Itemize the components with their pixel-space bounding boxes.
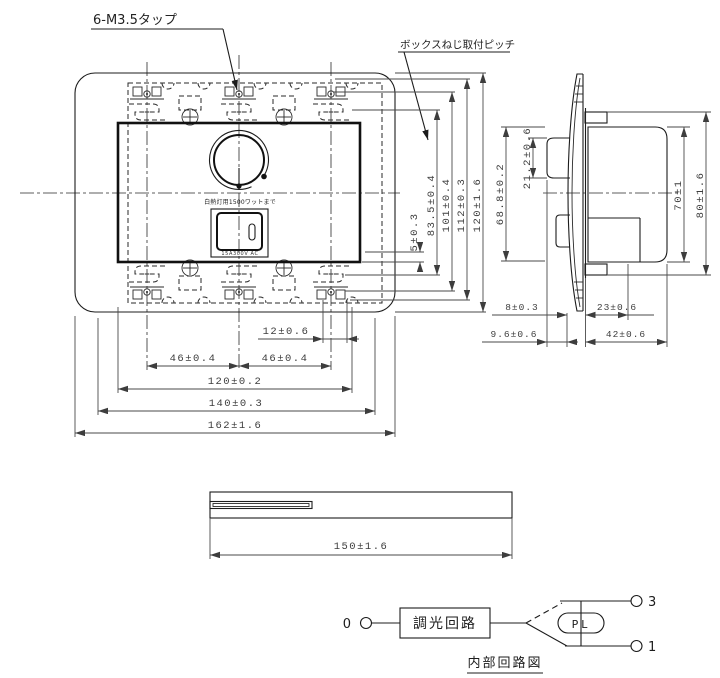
cover-plate xyxy=(74,72,396,313)
dim-150: 150±1.6 xyxy=(334,541,389,553)
switch-contact-open xyxy=(525,602,563,624)
strip-view xyxy=(209,491,513,519)
rating-label: 15A300V AC xyxy=(221,251,258,257)
terminal-3 xyxy=(630,594,643,608)
dim-68-8: 68.8±0.2 xyxy=(495,163,507,225)
terminal-0-label: 0 xyxy=(343,617,351,632)
front-dims-right: 5±0.3 83.5±0.4 101±0.4 112±0.3 120±1.6 xyxy=(333,72,487,313)
dim-80: 80±1.6 xyxy=(695,172,707,219)
front-view: 白熱灯用1500ワットまで 15A300V AC 6-M3.5タップ ボックスね… xyxy=(20,13,515,370)
tap-label: 6-M3.5タップ xyxy=(93,13,177,28)
internal-circuit-diagram: 0 調光回路 PL 3 1 内部回路図 xyxy=(343,594,656,674)
dim-5: 5±0.3 xyxy=(409,212,421,251)
side-cover-plate xyxy=(567,73,584,312)
mounting-frame-hidden xyxy=(127,82,383,304)
dial-knob xyxy=(208,129,269,191)
box-screw-holes xyxy=(178,95,296,291)
side-bottom-tab xyxy=(584,263,608,276)
dim-12: 12±0.6 xyxy=(263,326,310,338)
dim-23: 23±0.6 xyxy=(597,302,637,313)
tap-callout: 6-M3.5タップ xyxy=(91,13,238,91)
dim-112: 112±0.3 xyxy=(456,178,468,233)
front-dims-bottom: 12±0.6 46±0.4 46±0.4 120±0.2 140±0.3 162… xyxy=(74,300,396,437)
dim-83-5: 83.5±0.4 xyxy=(426,174,438,236)
terminal-1-label: 1 xyxy=(648,640,656,655)
dim-46-right: 46±0.4 xyxy=(262,353,309,365)
dim-101: 101±0.4 xyxy=(441,178,453,233)
frame-notches xyxy=(161,82,359,304)
side-top-tab xyxy=(584,111,608,124)
bottom-view: 150±1.6 xyxy=(209,491,513,559)
terminal-0 xyxy=(359,616,373,630)
dim-120-height: 120±1.6 xyxy=(472,178,484,233)
dimmer-box-label: 調光回路 xyxy=(413,616,477,632)
terminal-3-label: 3 xyxy=(648,595,656,610)
dim-120-mounting: 120±0.2 xyxy=(208,376,263,388)
dim-9-6: 9.6±0.6 xyxy=(491,329,538,340)
center-plate xyxy=(116,121,362,264)
wattage-label: 白熱灯用1500ワットまで xyxy=(204,198,276,206)
side-switch xyxy=(555,214,570,248)
circuit-caption: 内部回路図 xyxy=(467,655,542,671)
dim-46-left: 46±0.4 xyxy=(170,353,217,365)
dim-140: 140±0.3 xyxy=(209,398,264,410)
box-screw-pitch-callout: ボックスねじ取付ピッチ xyxy=(398,38,515,141)
dim-162-overall: 162±1.6 xyxy=(208,420,263,432)
switch-contact-closed xyxy=(525,622,568,647)
side-view: 68.8±0.2 21.2±0.6 70±1 80±1.6 8±0.3 23±0… xyxy=(482,73,711,347)
dim-21-2: 21.2±0.6 xyxy=(522,127,534,189)
side-view-body xyxy=(587,126,668,263)
dim-42: 42±0.6 xyxy=(606,329,646,340)
terminal-1 xyxy=(630,639,643,653)
side-knob xyxy=(546,137,570,179)
dim-70: 70±1 xyxy=(673,179,685,210)
rocker-switch xyxy=(210,208,269,258)
pilot-lamp-label: PL xyxy=(572,618,591,631)
pilot-lamp xyxy=(557,612,605,634)
box-screw-pitch-label: ボックスねじ取付ピッチ xyxy=(400,38,515,51)
dim-8: 8±0.3 xyxy=(505,302,539,313)
